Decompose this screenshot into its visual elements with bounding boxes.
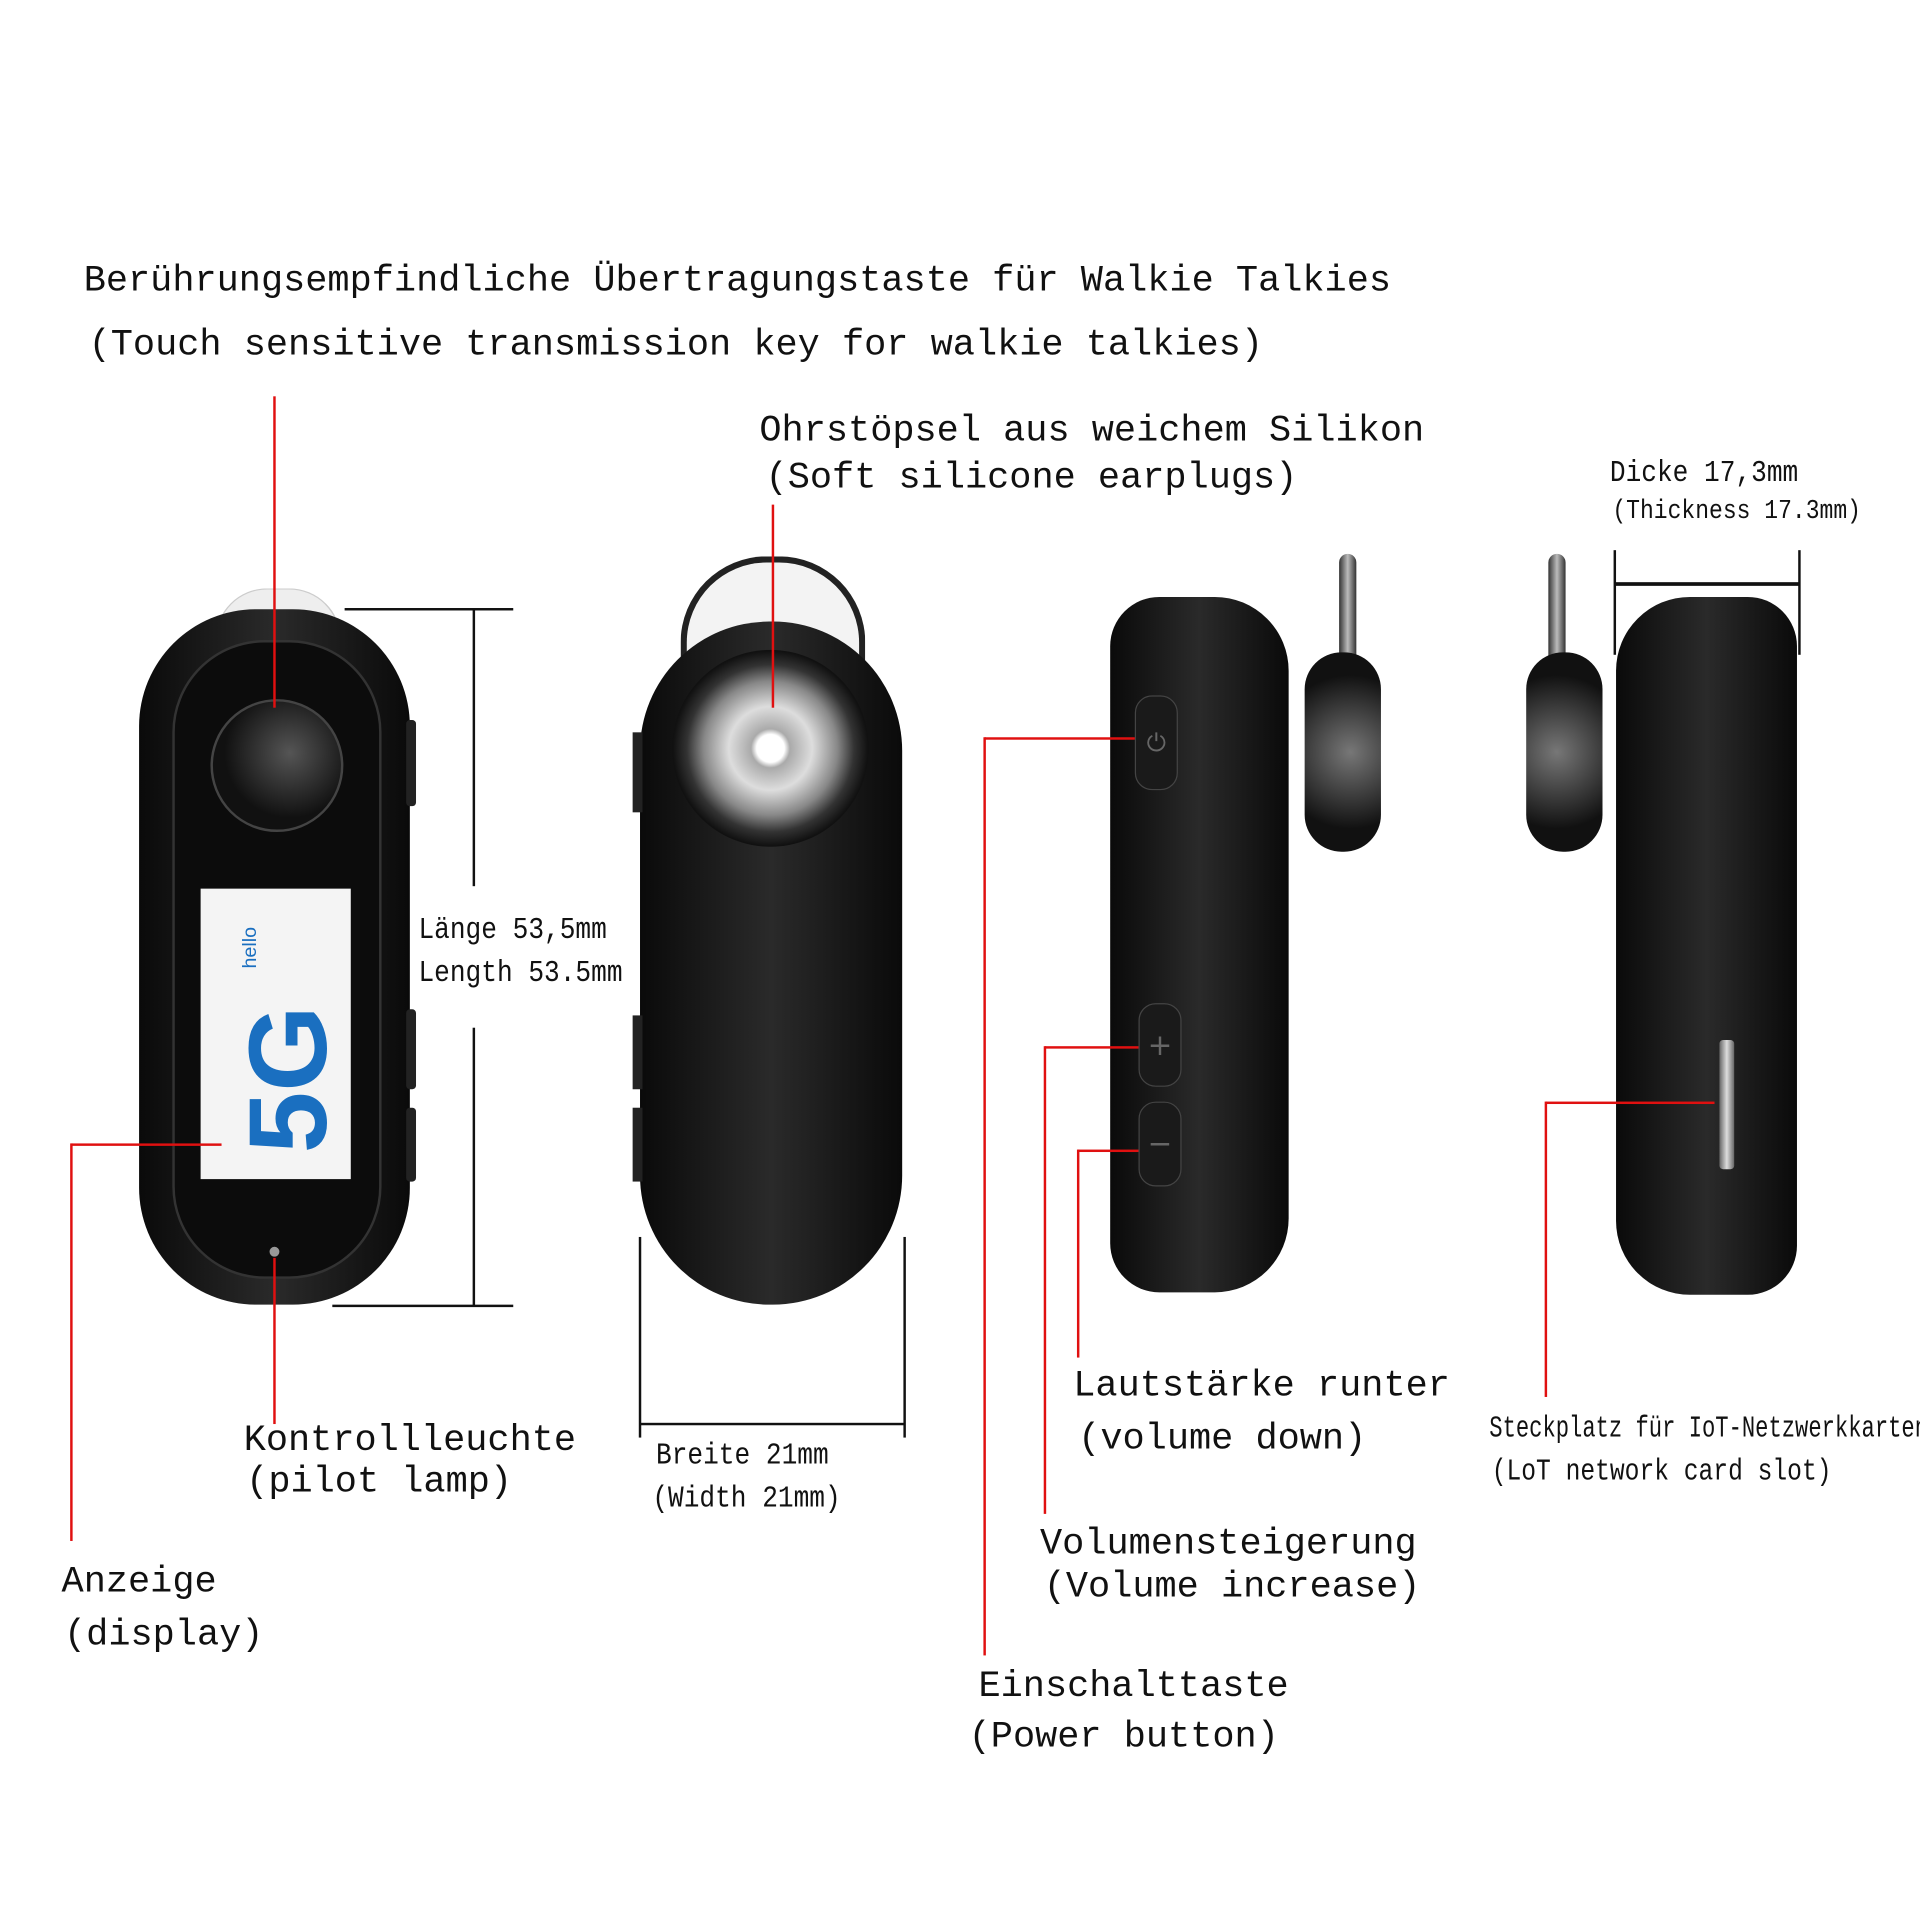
leader-line-volume-down [1076, 1149, 1080, 1358]
leader-line-display [70, 1143, 73, 1541]
dimension-line [344, 608, 514, 611]
device-body [1110, 596, 1289, 1293]
display-label-de: Anzeige [61, 1561, 217, 1604]
side-button [632, 732, 643, 813]
power-label-de: Einschalttaste [978, 1666, 1289, 1709]
leader-line-card-slot [1545, 1101, 1715, 1105]
side-button [406, 1107, 417, 1182]
dimension-line [332, 1304, 514, 1308]
volume-up-button[interactable]: + [1138, 1003, 1182, 1087]
power-button[interactable]: ⏻ [1134, 695, 1178, 791]
leader-line-volume-up [1044, 1046, 1139, 1049]
volume-down-label-de: Lautstärke runter [1073, 1366, 1450, 1409]
leader-line-display [71, 1143, 222, 1146]
ear-hook [1339, 553, 1357, 665]
thickness-label-en: (Thickness 17.3mm) [1612, 496, 1861, 527]
pilot-lamp [269, 1246, 280, 1257]
dimension-line [638, 1236, 642, 1438]
earbud [1526, 652, 1603, 852]
leader-line-volume-down [1078, 1149, 1139, 1153]
display-screen: hello 5G [200, 888, 351, 1180]
width-label-de: Breite 21mm [656, 1437, 829, 1474]
iot-card-slot [1719, 1040, 1735, 1170]
earbud [1304, 652, 1381, 852]
dimension-line [1613, 550, 1617, 655]
title-german: Berührungsempfindliche Übertragungstaste… [83, 260, 1392, 303]
dimension-line [640, 1422, 905, 1426]
earplug-label-de: Ohrstöpsel aus weichem Silikon [759, 411, 1425, 453]
pilot-lamp-label-en: (pilot lamp) [246, 1462, 513, 1505]
dimension-line [472, 1027, 476, 1306]
minus-icon: − [1147, 1126, 1173, 1161]
dimension-line [472, 609, 476, 887]
card-slot-label-de: Steckplatz für IoT-Netzwerkkarten [1489, 1410, 1920, 1447]
title-english: (Touch sensitive transmission key for wa… [88, 324, 1263, 367]
volume-up-label-de: Volumensteigerung [1040, 1523, 1417, 1566]
screen-logo: 5G [227, 1005, 351, 1154]
leader-line-power [983, 737, 986, 1656]
leader-line-earplug [771, 504, 775, 708]
transmission-key-knob[interactable] [210, 699, 344, 833]
side-button [632, 1015, 643, 1090]
length-label-en: Length 53.5mm [418, 955, 623, 991]
leader-line-card-slot [1544, 1101, 1548, 1397]
pilot-lamp-label-de: Kontrollleuchte [243, 1420, 577, 1463]
volume-down-label-en: (volume down) [1078, 1419, 1367, 1461]
screen-logo-subtext: hello [240, 926, 261, 969]
leader-line-volume-up [1043, 1046, 1047, 1514]
power-icon: ⏻ [1146, 727, 1167, 757]
width-label-en: (Width 21mm) [652, 1480, 841, 1517]
dimension-line [1614, 582, 1800, 586]
thickness-label-de: Dicke 17,3mm [1609, 455, 1799, 492]
length-label-de: Länge 53,5mm [418, 912, 607, 948]
side-button [406, 720, 417, 807]
ear-hook [1548, 553, 1566, 665]
side-button [406, 1009, 417, 1090]
side-button [632, 1107, 643, 1182]
power-label-en: (Power button) [968, 1716, 1279, 1759]
earplug-label-en: (Soft silicone earplugs) [765, 457, 1298, 500]
dimension-line [1798, 550, 1801, 655]
leader-line-transmission-key [273, 396, 276, 708]
volume-down-button[interactable]: − [1138, 1101, 1182, 1187]
card-slot-label-en: (LoT network card slot) [1491, 1453, 1832, 1490]
silicone-earplug [672, 649, 869, 847]
display-label-en: (display) [64, 1614, 264, 1657]
leader-line-power [984, 737, 1135, 740]
device-body [1616, 596, 1797, 1295]
plus-icon: + [1147, 1027, 1173, 1063]
volume-up-label-en: (Volume increase) [1043, 1566, 1421, 1609]
dimension-line [903, 1236, 906, 1438]
leader-line-pilot-lamp [273, 1257, 276, 1425]
